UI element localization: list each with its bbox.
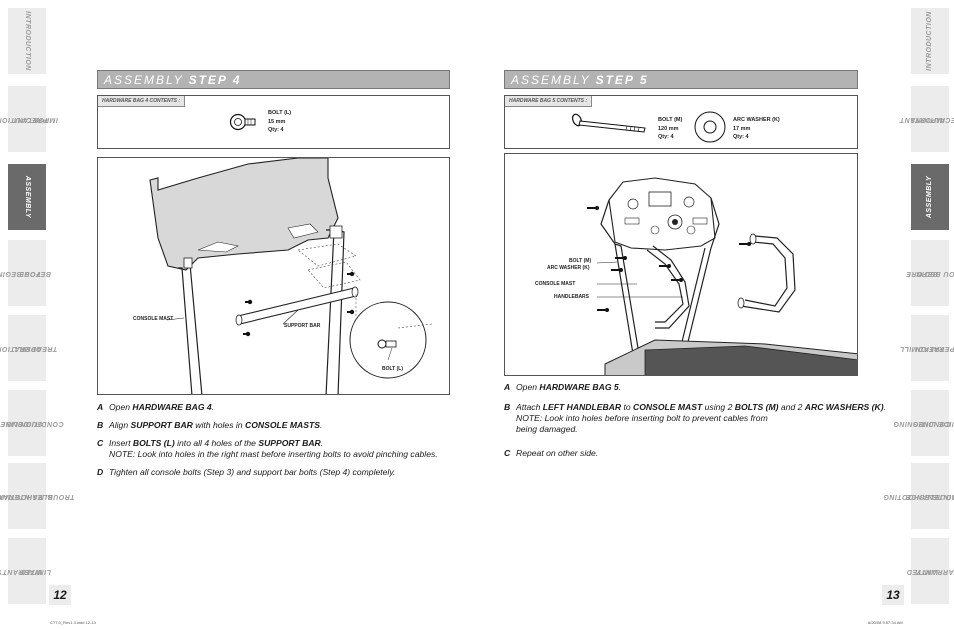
nav-tab-label: CONDITIONING GUIDE LINES	[893, 420, 954, 427]
step-letter: A	[504, 382, 511, 392]
step-letter: C	[97, 438, 104, 448]
nav-tab-label: ASSEMBLY	[926, 175, 933, 219]
nav-tab-label: CONDITIONING GUIDELINES	[0, 420, 64, 427]
nav-tab-label: IMPORTANT PRECAUTIONS	[899, 116, 954, 123]
nav-tab-conditioning-right[interactable]: CONDITIONING GUIDE LINES	[893, 390, 954, 456]
step5-washer-spec: ARC WASHER (K) 17 mm Qty: 4	[733, 116, 780, 142]
nav-tab-label: TROUBLESHOOTING & MAINTENANCE	[0, 493, 75, 500]
nav-tab-precautions-right[interactable]: IMPORTANT PRECAUTIONS	[899, 86, 954, 152]
bolt-l-icon	[229, 113, 256, 131]
bolt-qty: Qty: 4	[268, 127, 284, 133]
nav-tab-label: INTRODUCTION	[24, 11, 32, 71]
step-letter: B	[504, 402, 511, 412]
page-number-left: 12	[49, 585, 71, 605]
bolt-m-callout: BOLT (M)	[569, 258, 592, 264]
console-mast-callout: CONSOLE MAST	[133, 316, 174, 322]
step4-figure: CONSOLE MAST SUPPORT BAR BOLT (L)	[97, 157, 450, 395]
step4-hardware-box: HARDWARE BAG 4 CONTENTS : BOLT (L) 15 mm…	[97, 95, 450, 149]
nav-tab-label: BEFORE YOU BEGIN	[0, 270, 52, 277]
nav-tab-assembly-right[interactable]: ASSEMBLY	[911, 164, 949, 230]
nav-tab-warranty-right[interactable]: LIMITED WARRANTY	[906, 538, 954, 604]
step5-note-line2: being damaged.	[516, 424, 578, 434]
nav-tab-warranty-left[interactable]: LIMITED WARRANTY	[0, 538, 51, 604]
step5-header: ASSEMBLY STEP 5	[504, 70, 858, 89]
step4-instruction-d: D Tighten all console bolts (Step 3) and…	[97, 467, 396, 477]
step5-hardware-label: HARDWARE BAG 5 CONTENTS :	[505, 96, 593, 107]
arc-washer-callout: ARC WASHER (K)	[547, 265, 590, 271]
step-letter: D	[97, 467, 104, 477]
handlebar-illustration	[587, 177, 857, 375]
nav-tab-label: INTRODUCTION	[926, 11, 934, 71]
nav-tab-before-you-begin-left[interactable]: BEFORE YOU BEGIN	[0, 240, 52, 306]
step5-title-step: STEP 5	[595, 72, 649, 87]
step4-note: NOTE: Look into holes in the right mast …	[109, 449, 438, 459]
nav-tab-introduction-left[interactable]: INTRODUCTION	[8, 8, 46, 74]
footer-timestamp: 6/20/08 9:57:34 AM	[868, 620, 903, 625]
washer-name: ARC WASHER (K)	[733, 117, 780, 123]
step4-hardware-label: HARDWARE BAG 4 CONTENTS :	[98, 96, 186, 107]
bolt-l-callout: BOLT (L)	[382, 366, 404, 372]
step-letter: C	[504, 448, 511, 458]
step4-instruction-b: B Align SUPPORT BAR with holes in CONSOL…	[97, 420, 323, 430]
page-number-right: 13	[882, 585, 904, 605]
washer-size: 17 mm	[733, 125, 751, 132]
nav-tab-label: IMPORTANT PRECAUTIONS	[0, 116, 58, 123]
step5-figure: BOLT (M) ARC WASHER (K) CONSOLE MAST HAN…	[504, 153, 858, 376]
step5-instruction-b: B Attach LEFT HANDLEBAR to CONSOLE MAST …	[504, 402, 886, 434]
support-bar-illustration	[149, 158, 433, 394]
bolt-size: 15 mm	[268, 118, 286, 125]
nav-tab-label: TREADMILL OPERATION	[899, 345, 954, 352]
arc-washer-icon	[694, 111, 726, 143]
nav-tab-label: TREADMILL OPERATION	[0, 345, 58, 352]
nav-tab-assembly-left[interactable]: ASSEMBLY	[8, 164, 46, 230]
bolt-m-icon	[571, 113, 646, 133]
step-letter: B	[97, 420, 104, 430]
nav-tab-operation-left[interactable]: TREADMILL OPERATION	[0, 315, 58, 381]
step4-title-prefix: ASSEMBLY	[104, 72, 184, 87]
nav-tab-conditioning-left[interactable]: CONDITIONING GUIDELINES	[0, 390, 64, 456]
nav-tab-label: TROUBLESHOOTING & MAINTENANCE	[882, 493, 954, 500]
step-letter: A	[97, 402, 104, 412]
step5-instruction-a: A Open HARDWARE BAG 5.	[504, 382, 622, 392]
console-mast-callout: CONSOLE MAST	[535, 281, 576, 287]
step4-instruction-c: C Insert BOLTS (L) into all 4 holes of t…	[97, 438, 438, 459]
bolt-size: 120 mm	[658, 125, 679, 132]
nav-tab-precautions-left[interactable]: IMPORTANT PRECAUTIONS	[0, 86, 58, 152]
support-bar-callout: SUPPORT BAR	[284, 323, 321, 329]
step5-hardware-box: HARDWARE BAG 5 CONTENTS : BOLT (M) 120 m…	[504, 95, 858, 149]
nav-tab-label: LIMITED WARRANTY	[0, 568, 51, 575]
nav-tab-introduction-right[interactable]: INTRODUCTION	[911, 8, 949, 74]
step4-bolt-spec: BOLT (L) 15 mm Qty: 4	[268, 109, 291, 135]
step4-header: ASSEMBLY STEP 4	[97, 70, 450, 89]
step5-instruction-c: C Repeat on other side.	[504, 448, 599, 458]
nav-tab-label: LIMITED WARRANTY	[906, 568, 954, 575]
step5-note-line1: NOTE: Look into holes before inserting b…	[516, 413, 768, 423]
step5-title-prefix: ASSEMBLY	[511, 72, 591, 87]
step4-title-step: STEP 4	[188, 72, 242, 87]
bolt-name: BOLT (L)	[268, 110, 292, 116]
handlebars-callout: HANDLEBARS	[554, 294, 589, 300]
nav-tab-label: ASSEMBLY	[24, 175, 31, 219]
bolt-name: BOLT (M)	[658, 117, 683, 123]
nav-tab-troubleshooting-right[interactable]: TROUBLESHOOTING & MAINTENANCE	[883, 463, 954, 529]
nav-tab-label: BEFORE YOU BEGIN	[905, 270, 954, 277]
step4-instruction-a: A Open HARDWARE BAG 4.	[97, 402, 215, 412]
bolt-qty: Qty: 4	[658, 134, 674, 140]
washer-qty: Qty: 4	[733, 134, 749, 140]
nav-tab-troubleshooting-left[interactable]: TROUBLESHOOTING & MAINTENANCE	[0, 463, 74, 529]
nav-tab-before-you-begin-right[interactable]: BEFORE YOU BEGIN	[905, 240, 954, 306]
footer-file-info: CT7.0_Rev1.3.indd 12-13	[50, 620, 96, 625]
nav-tab-operation-right[interactable]: TREADMILL OPERATION	[899, 315, 954, 381]
step5-bolt-spec: BOLT (M) 120 mm Qty: 4	[658, 116, 682, 142]
